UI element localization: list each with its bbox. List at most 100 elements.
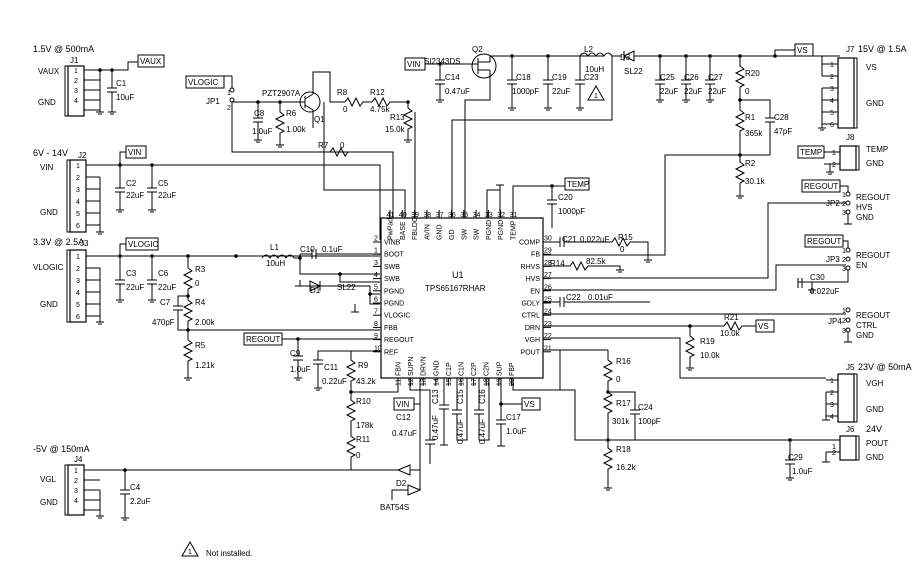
ic-pin-name: SW <box>474 228 481 240</box>
ic-pin-name: GD <box>449 230 456 241</box>
j2-gnd: GND <box>40 208 58 217</box>
ic-pin-number: 25 <box>544 297 552 304</box>
ic-pin-name: C2N <box>484 362 491 376</box>
footnote: 1 Not installed. <box>181 540 252 558</box>
r7-value: 0 <box>340 141 345 150</box>
jumper-pin-number: 2 <box>842 257 846 264</box>
j7-rating: 15V @ 1.5A <box>858 44 907 54</box>
ic-pin-number: 33 <box>485 212 493 219</box>
ic-pin-name: CTRL <box>522 313 540 320</box>
ic-u1: U1 TPS65167RHAR <box>380 217 544 379</box>
ic-pin-number: 6 <box>374 297 378 304</box>
r16-value: 0 <box>616 375 621 384</box>
label-regout-jp3: REGOUT <box>807 237 841 246</box>
connector-pin-number: 1 <box>76 254 80 261</box>
connector-pin-number: 3 <box>830 402 834 409</box>
junctions <box>98 54 792 472</box>
r16-ref: R16 <box>616 357 631 366</box>
j2-ref: J2 <box>78 151 87 160</box>
connector-pin-number: 1 <box>830 378 834 385</box>
ic-pin-name: BASE <box>400 221 407 240</box>
ic-pin-name: FBN <box>396 362 403 376</box>
c11-ref: C11 <box>324 363 339 372</box>
ic-pin-name: VINB <box>384 240 401 247</box>
r11-ref: R11 <box>356 435 371 444</box>
label-vin-bottom: VIN <box>396 400 410 409</box>
r14-value: 82.5k <box>586 257 607 266</box>
connector-pin-number: 6 <box>830 122 834 129</box>
ic-pin-name: GND <box>433 360 440 376</box>
jp1-pin2: 2 <box>227 105 231 112</box>
c5-value: 22uF <box>158 191 176 200</box>
ic-pin-name: SWB <box>384 276 400 283</box>
j8-gnd: GND <box>866 159 884 168</box>
c30-value: 0.022uF <box>810 287 839 296</box>
l1-value: 10uH <box>266 259 285 268</box>
r3-value: 0 <box>195 279 200 288</box>
label-regout-left: REGOUT <box>246 335 280 344</box>
c9-value: 1.0uF <box>290 365 311 374</box>
l1-ref: L1 <box>270 243 279 252</box>
c18-value: 1000pF <box>512 87 539 96</box>
ic-pin-number: 18 <box>484 378 491 386</box>
ic-pin-number: 9 <box>374 333 378 340</box>
connector-pin-number: 1 <box>76 163 80 170</box>
r1-ref: R1 <box>745 113 756 122</box>
j6-ref: J6 <box>846 425 855 434</box>
c6-ref: C6 <box>158 269 169 278</box>
r19-value: 10.0k <box>700 351 721 360</box>
connector-pin-number: 2 <box>74 78 78 85</box>
c15-ref: C15 <box>456 389 465 404</box>
j1-ref: J1 <box>70 56 79 65</box>
d2-ref: D2 <box>396 479 407 488</box>
c28-value: 47pF <box>774 127 792 136</box>
ic-pin-number: 34 <box>473 212 481 219</box>
j6-net: POUT <box>866 439 888 448</box>
ic-pin-name: GND <box>437 224 444 240</box>
comp-network: C21 0.022uF R15 0 R14 82.5k C22 0.01uF R… <box>543 202 846 491</box>
connector-pin-number: 3 <box>76 278 80 285</box>
c17-value: 1.0uF <box>506 427 527 436</box>
connector-pin-number: 5 <box>76 211 80 218</box>
ic-pin-name: SUPN <box>408 357 415 376</box>
jp2-ref: JP2 <box>826 199 840 208</box>
label-vs-top: VS <box>797 46 808 55</box>
ic-pin-name: VGH <box>525 337 540 344</box>
c21-value: 0.022uF <box>580 235 609 244</box>
ic-pin-name: PGND <box>486 220 493 240</box>
r5-value: 1.21k <box>195 361 216 370</box>
ic-pin-name: C1N <box>459 362 466 376</box>
ic-pin-number: 7 <box>374 309 378 316</box>
connector-pin-number: 6 <box>76 314 80 321</box>
connector-pin-number: 2 <box>76 175 80 182</box>
ic-pin-name: VLOGIC <box>384 313 410 320</box>
ic-pin-name: TEMP <box>511 220 518 240</box>
ic-part: TPS65167RHAR <box>425 284 486 293</box>
ic-pin-name: EN <box>530 288 540 295</box>
jp1-pin1: 1 <box>227 90 231 97</box>
ic-pin-number: 12 <box>408 378 415 386</box>
ic-pin-name: C1P <box>446 362 453 376</box>
ic-pin-name: SWB <box>384 264 400 271</box>
connector-j3: 3.3V @ 2.5A J3 VLOGIC GND VLOGIC C3 22uF… <box>33 237 380 381</box>
r17-value: 301k <box>612 417 630 426</box>
ic-pin-name: C2P <box>471 362 478 376</box>
ic-pin-name: RHVS <box>521 264 541 271</box>
c10-value: 0.1uF <box>322 245 343 254</box>
label-vin-j2: VIN <box>128 148 142 157</box>
ic-pin-name: REF <box>384 349 398 356</box>
jumper-pin-number: 2 <box>842 201 846 208</box>
c24-ref: C24 <box>638 403 653 412</box>
q2-part: SI2343DS <box>424 57 460 66</box>
